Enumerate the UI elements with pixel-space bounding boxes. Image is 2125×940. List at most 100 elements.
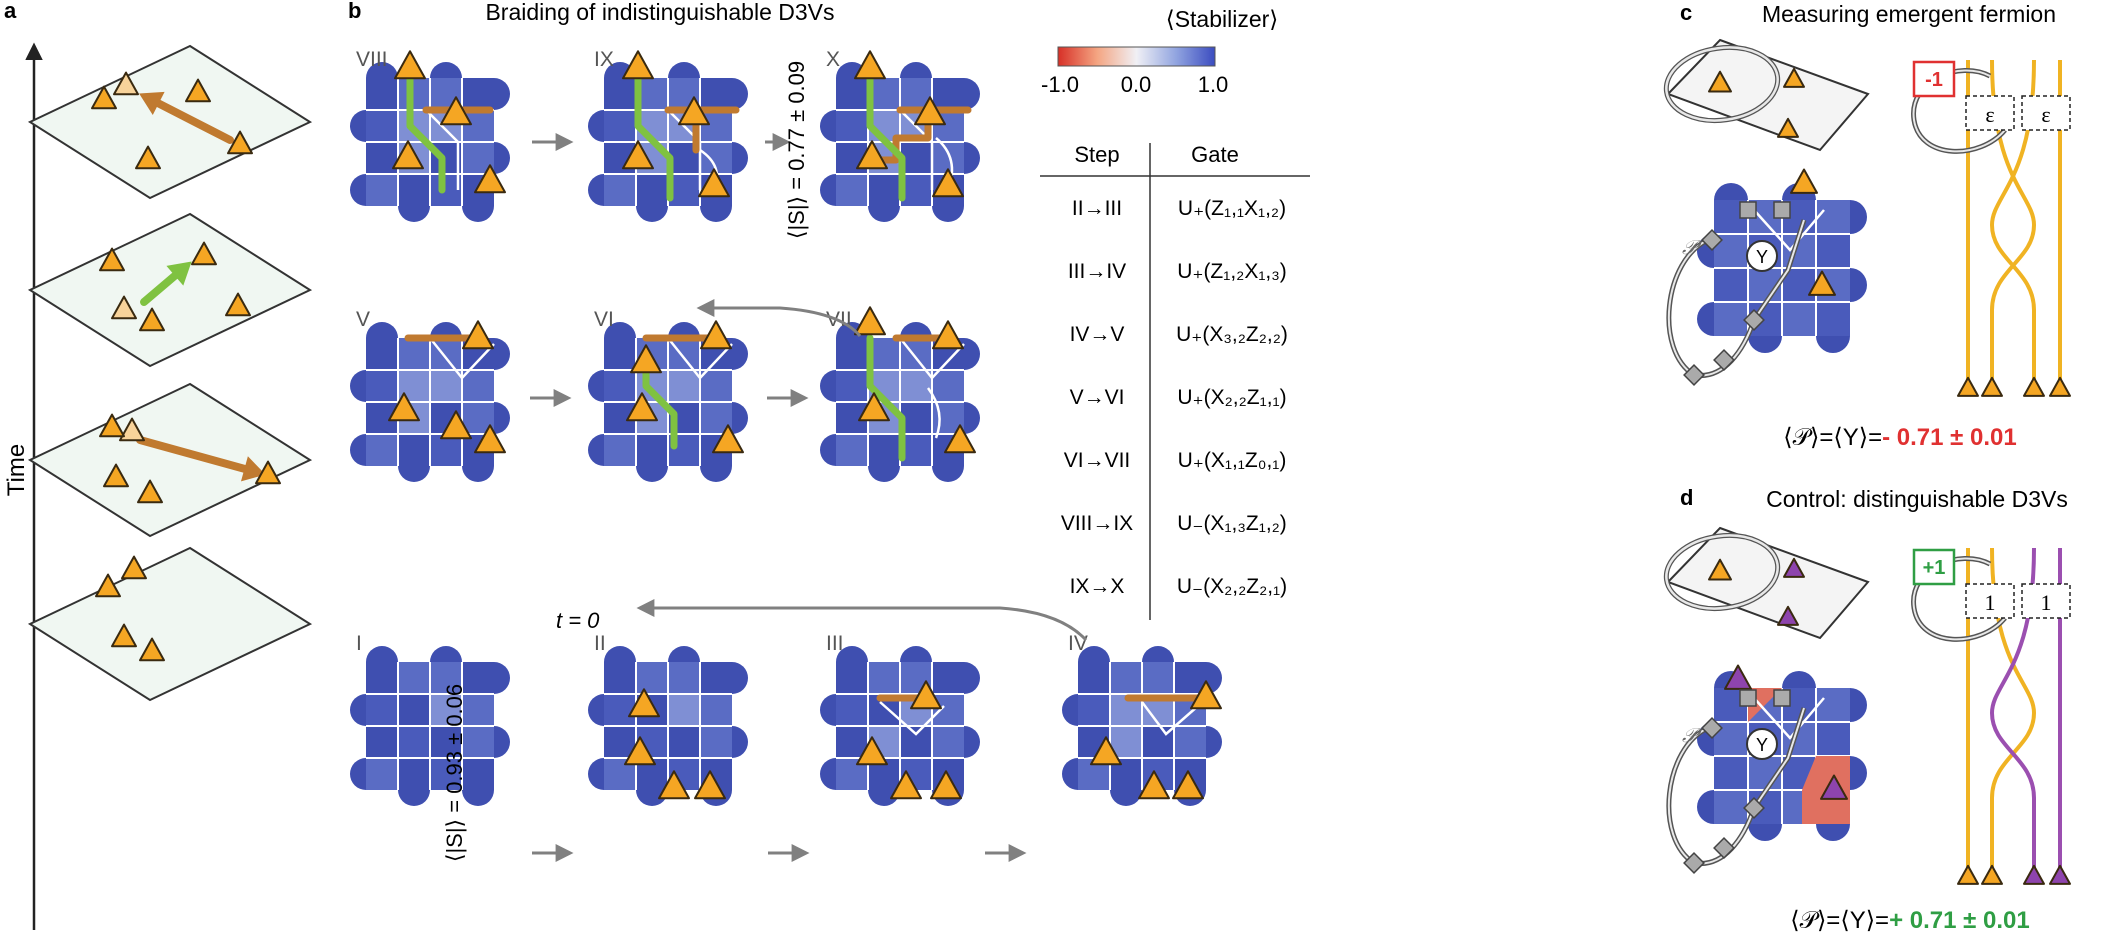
stabilizer-plaquette — [366, 434, 398, 466]
boundary-stabilizer — [820, 758, 836, 790]
boundary-stabilizer — [932, 206, 964, 222]
panel-c-result-prefix: ⟨𝒫⟩=⟨Y⟩= — [1783, 424, 1882, 451]
anyon-marker — [135, 145, 161, 170]
stabilizer-plaquette — [868, 434, 900, 466]
stabilizer-plaquette — [932, 662, 964, 694]
green-string — [642, 358, 678, 450]
lattice-frame: VIII — [350, 48, 510, 222]
lattice-frame: X — [820, 48, 980, 222]
boundary-stabilizer — [1697, 302, 1714, 336]
stabilizer-plaquette — [462, 110, 494, 142]
defect-cut — [1753, 697, 1825, 740]
stabilizer-plaquette — [604, 370, 636, 402]
qubit-diamond — [1701, 717, 1723, 739]
anyon-marker — [137, 479, 163, 504]
stabilizer-plaquette — [836, 370, 868, 402]
anyon-marker — [185, 78, 211, 103]
boundary-stabilizer — [494, 338, 510, 370]
defect-cut — [425, 109, 460, 190]
stabilizer-plaquette — [462, 758, 494, 790]
boundary-stabilizer — [1142, 646, 1174, 662]
stabilizer-plaquette — [398, 694, 430, 726]
stabilizer-plaquette — [462, 694, 494, 726]
table-cell-step: IV→V — [1070, 323, 1125, 346]
boundary-stabilizer — [588, 758, 604, 790]
qubit-square — [1739, 689, 1757, 707]
boundary-stabilizer — [366, 322, 398, 338]
boundary-stabilizer — [398, 790, 430, 806]
stabilizer-plaquette — [462, 78, 494, 110]
measurement-loop-inner — [1912, 557, 2006, 641]
stabilizer-plaquette — [604, 110, 636, 142]
stabilizer-plaquette — [668, 726, 700, 758]
boundary-stabilizer — [1062, 694, 1078, 726]
panel-c-title: Measuring emergent fermion — [1762, 1, 2056, 27]
table-header-step: Step — [1074, 142, 1119, 167]
stabilizer-plaquette — [668, 694, 700, 726]
stabilizer-plaquette — [700, 694, 732, 726]
boundary-stabilizer — [494, 142, 510, 174]
frame-label: VI — [594, 308, 614, 331]
stabilizer-plaquette — [636, 174, 668, 206]
stabilizer-plaquette — [932, 694, 964, 726]
boundary-stabilizer — [494, 726, 510, 758]
stabilizer-plaquette — [430, 726, 462, 758]
stabilizer-plaquette — [366, 78, 398, 110]
boundary-stabilizer — [868, 206, 900, 222]
anyon-marker — [910, 680, 942, 710]
anyon-marker — [622, 50, 654, 80]
boundary-stabilizer — [398, 466, 430, 482]
sign-badge — [1912, 548, 1956, 586]
frame-label: VIII — [356, 48, 388, 71]
colorbar: ⟨Stabilizer⟩ -1.0 0.0 1.0 — [1041, 6, 1278, 97]
stabilizer-plaquette — [462, 726, 494, 758]
stabilizer-plaquette — [430, 662, 462, 694]
anyon-marker — [1981, 376, 2003, 397]
stabilizer-plaquette — [366, 726, 398, 758]
stabilizer-plaquette — [462, 662, 494, 694]
anyon-marker — [1957, 376, 1979, 397]
frame-label: X — [826, 48, 840, 71]
anyon-marker — [1708, 70, 1732, 93]
qubit-square — [1773, 201, 1791, 219]
boundary-stabilizer — [868, 466, 900, 482]
qubit-diamond — [1683, 364, 1705, 386]
panel-b-title: Braiding of indistinguishable D3Vs — [485, 0, 834, 25]
anyon-marker — [1777, 117, 1799, 138]
stabilizer-plaquette — [836, 694, 868, 726]
anyon-marker — [1172, 770, 1204, 800]
table-cell-step: IX→X — [1070, 575, 1125, 598]
boundary-stabilizer — [868, 790, 900, 806]
time-axis-label: Time — [3, 444, 30, 496]
flow-arrows — [530, 133, 1088, 862]
lattice-frame: II — [588, 632, 748, 806]
table-header-gate: Gate — [1191, 142, 1239, 167]
qubit-diamond — [1713, 349, 1735, 371]
anyon-marker — [712, 424, 744, 454]
stabilizer-plaquette — [366, 758, 398, 790]
measurement-lattice: Y𝒫 — [1666, 168, 1867, 386]
boundary-stabilizer — [732, 662, 748, 694]
defect-cut — [667, 337, 733, 380]
anyon-marker — [394, 50, 426, 80]
time-slice-plane — [27, 382, 313, 538]
fusion-box — [2021, 95, 2071, 131]
boundary-stabilizer — [1850, 200, 1867, 234]
anyon-marker — [2049, 376, 2071, 397]
boundary-stabilizer — [836, 646, 868, 662]
loop-plane — [1663, 38, 1870, 152]
stabilizer-plaquette — [836, 174, 868, 206]
stabilizer-plaquette — [398, 434, 430, 466]
y-measurement-circle — [1746, 240, 1778, 272]
plane-surface — [1666, 38, 1870, 152]
stabilizer-plaquette — [700, 662, 732, 694]
defect-cut — [667, 109, 702, 190]
boundary-stabilizer — [1206, 726, 1222, 758]
